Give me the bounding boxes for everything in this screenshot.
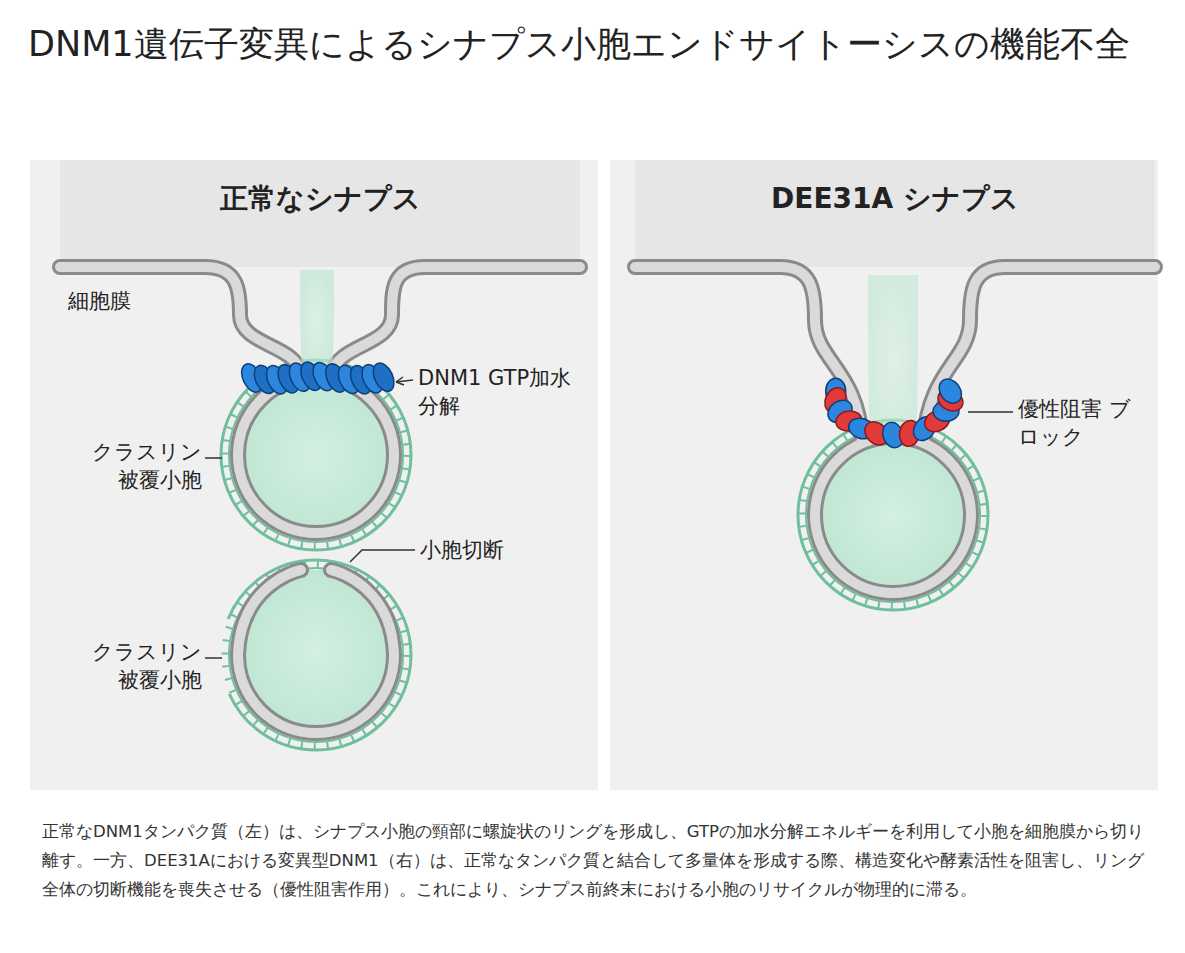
neck-glow (300, 270, 334, 372)
extracellular (635, 160, 1155, 267)
right-panel (610, 160, 1158, 790)
leader-line (205, 377, 1013, 658)
part-label: 小胞切断 (420, 536, 580, 564)
part-label: DNM1 GTP加水分解 (418, 364, 588, 421)
dnm1-helix (238, 359, 399, 397)
dominant-negative-block (821, 375, 967, 451)
figure-caption: 正常なDNM1タンパク質（左）は、シナプス小胞の頸部に螺旋状のリングを形成し、G… (42, 818, 1157, 905)
left-panel (30, 160, 598, 790)
clathrin-coat (798, 420, 988, 610)
panel-heading: DEE31A シナプス (695, 180, 1095, 218)
vesicle-membrane (238, 377, 394, 533)
cell-membrane (60, 267, 580, 372)
extracellular (60, 160, 580, 267)
part-label: クラスリン 被覆小胞 (72, 638, 202, 695)
part-label: 細胞膜 (68, 287, 188, 315)
clathrin-coat (221, 560, 411, 750)
vesicle-membrane (815, 437, 971, 593)
page-title: DNM1遺伝子変異によるシナプス小胞エンドサイトーシスの機能不全 (28, 20, 1158, 69)
panel-heading: 正常なシナプス (120, 180, 520, 218)
part-label: クラスリン 被覆小胞 (72, 438, 202, 495)
cut-vesicle (238, 570, 394, 733)
part-label: 優性阻害 ブロック (1018, 395, 1148, 452)
